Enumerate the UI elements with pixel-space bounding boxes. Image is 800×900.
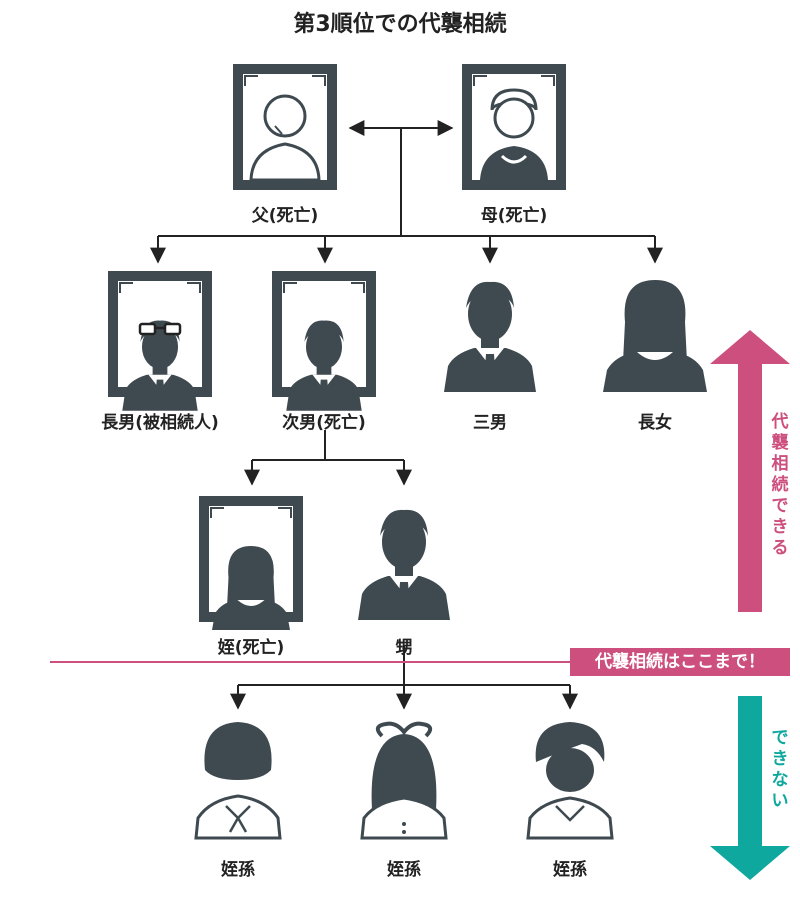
label-mother: 母(死亡) [480,206,548,226]
label-nephew: 甥 [395,638,413,658]
nephew-figure [358,509,450,620]
inherit-allowed-text: 代襲相続できる [771,412,789,558]
eldest-son-portrait [108,271,212,411]
mother-portrait [462,64,566,190]
label-niece: 姪(死亡) [217,638,285,658]
label-grandniece-2: 姪孫 [387,860,421,880]
label-eldest-daughter: 長女 [638,413,672,433]
boundary-banner: 代襲相続はここまで！ [570,648,790,676]
label-grandnephew: 姪孫 [553,860,587,880]
label-grandniece-1: 姪孫 [221,860,255,880]
connector-lines [150,120,663,710]
eldest-daughter-figure [603,280,707,392]
third-son-figure [444,281,536,392]
label-eldest-son: 長男(被相続人) [101,413,219,433]
inherit-allowed-arrow [710,330,790,612]
grandniece-1-figure [194,722,282,840]
inherit-denied-arrow [710,696,790,880]
father-portrait [233,64,337,190]
niece-portrait [199,496,303,630]
diagram-title: 第3順位での代襲相続 [293,12,507,37]
second-son-portrait [272,271,376,411]
label-father: 父(死亡) [251,206,319,226]
inherit-denied-text: できない [771,728,789,811]
label-third-son: 三男 [473,413,507,433]
grandniece-2-figure [360,721,448,840]
grandnephew-figure [526,722,614,840]
label-second-son: 次男(死亡) [282,413,366,433]
